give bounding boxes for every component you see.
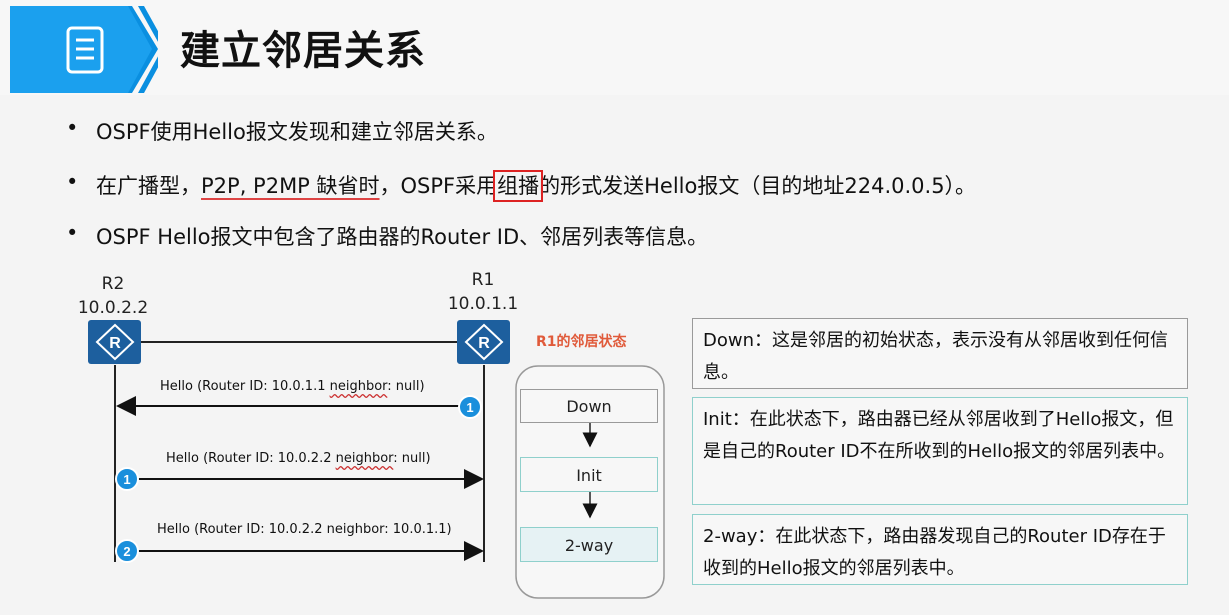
bullet-text-post: 的形式发送Hello报文（目的地址224.0.0.5）。 (539, 174, 977, 198)
bullet-text: OSPF Hello报文中包含了路由器的Router ID、邻居列表等信息。 (96, 225, 709, 249)
bullet-text-pre: 在广播型， (96, 174, 201, 198)
router-r1-name: R1 (471, 270, 495, 290)
bullet-dot: • (66, 170, 79, 194)
state-init: Init (520, 457, 658, 492)
router-r1-ip: 10.0.1.1 (447, 294, 519, 314)
boxed-text: 组播 (493, 170, 544, 202)
message-text: Hello (Router ID: 10.0.2.2 neighbor: 10.… (157, 522, 452, 537)
document-icon (10, 6, 158, 93)
step-badge: 2 (115, 539, 139, 563)
bullet-dot: • (66, 221, 79, 245)
step-badge: 1 (458, 395, 482, 419)
message-keyword: neighbor (335, 451, 394, 466)
message-text: : null) (387, 379, 425, 394)
step-badge: 1 (115, 467, 139, 491)
page-title: 建立邻居关系 (180, 28, 426, 74)
message-label-1: Hello (Router ID: 10.0.1.1 neighbor: nul… (160, 379, 425, 394)
router-r2-ip: 10.0.2.2 (77, 298, 149, 318)
desc-down: Down：这是邻居的初始状态，表示没有从邻居收到任何信息。 (692, 318, 1188, 389)
svg-text:R: R (109, 335, 121, 352)
message-text: Hello (Router ID: 10.0.1.1 (160, 379, 330, 394)
router-r2-name: R2 (101, 274, 125, 294)
header-band (0, 0, 1229, 95)
message-text: Hello (Router ID: 10.0.2.2 (166, 451, 336, 466)
step-label: 1 (466, 400, 473, 415)
step-label: 2 (123, 544, 130, 559)
state-2way: 2-way (520, 527, 658, 562)
router-icon: R (457, 320, 510, 364)
message-label-3: Hello (Router ID: 10.0.2.2 neighbor: 10.… (157, 522, 452, 537)
bullet-text: 在广播型，P2P, P2MP 缺省时，OSPF采用组播的形式发送Hello报文（… (96, 170, 977, 202)
router-icon: R (88, 320, 141, 364)
bullet-text-mid: ，OSPF采用 (379, 174, 498, 198)
state-panel-title: R1的邻居状态 (536, 334, 627, 350)
step-label: 1 (123, 472, 130, 487)
desc-2way: 2-way：在此状态下，路由器发现自己的Router ID存在于收到的Hello… (692, 514, 1188, 585)
bullet-text: OSPF使用Hello报文发现和建立邻居关系。 (96, 120, 498, 144)
message-keyword: neighbor (329, 379, 388, 394)
desc-init: Init：在此状态下，路由器已经从邻居收到了Hello报文，但是自己的Route… (692, 397, 1188, 505)
bullet-dot: • (66, 116, 79, 140)
svg-text:R: R (478, 335, 490, 352)
message-label-2: Hello (Router ID: 10.0.2.2 neighbor: nul… (166, 451, 431, 466)
underlined-text: P2P, P2MP 缺省时 (201, 174, 380, 198)
message-text: : null) (393, 451, 431, 466)
state-down: Down (520, 389, 658, 423)
